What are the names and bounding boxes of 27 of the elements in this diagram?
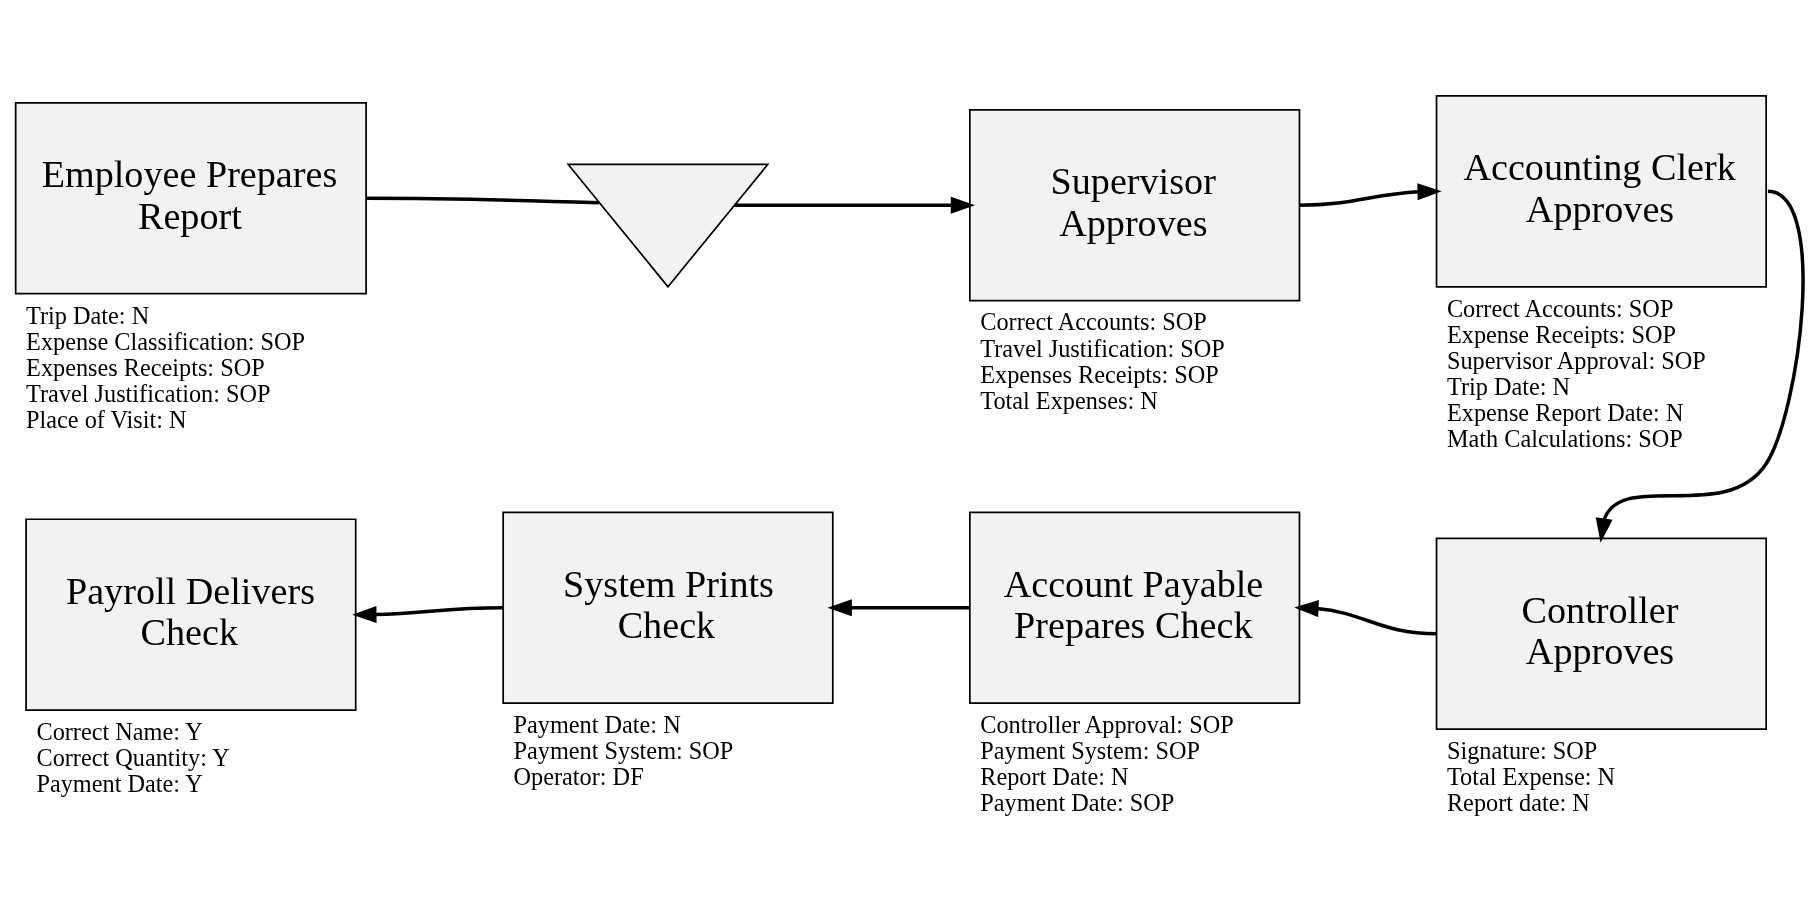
node-label: Correct Quantity: Y bbox=[36, 743, 230, 771]
node-label: Report date: N bbox=[1446, 789, 1590, 817]
node-label: Operator: DF bbox=[513, 763, 644, 791]
node-label: Travel Justification: SOP bbox=[980, 334, 1225, 362]
arrow bbox=[1595, 189, 1805, 543]
node-label: Trip Date: N bbox=[26, 301, 150, 329]
node-label: Expenses Receipts: SOP bbox=[980, 360, 1219, 388]
node-label: Payment Date: N bbox=[513, 710, 681, 738]
node-label: Correct Accounts: SOP bbox=[1446, 294, 1674, 322]
arrow bbox=[827, 599, 970, 617]
node-label: Payment System: SOP bbox=[980, 737, 1201, 765]
node-label: Correct Accounts: SOP bbox=[980, 308, 1207, 336]
node-label: Total Expense: N bbox=[1446, 763, 1616, 791]
connector bbox=[366, 196, 599, 205]
node-label: Correct Name: Y bbox=[36, 717, 203, 745]
node-label: Payment System: SOP bbox=[513, 737, 734, 765]
arrow bbox=[1299, 183, 1442, 207]
node-label: Signature: SOP bbox=[1446, 737, 1598, 765]
node-label: Report Date: N bbox=[980, 763, 1129, 791]
node-label: Payment Date: SOP bbox=[980, 789, 1175, 817]
arrow bbox=[1294, 600, 1437, 636]
node-triangle bbox=[566, 163, 770, 289]
arrow bbox=[352, 605, 504, 623]
node-label: Expense Receipts: SOP bbox=[1446, 320, 1677, 348]
arrow bbox=[734, 196, 976, 214]
node-label: Place of Visit: N bbox=[26, 405, 187, 433]
node-label: Controller Approval: SOP bbox=[980, 710, 1234, 738]
